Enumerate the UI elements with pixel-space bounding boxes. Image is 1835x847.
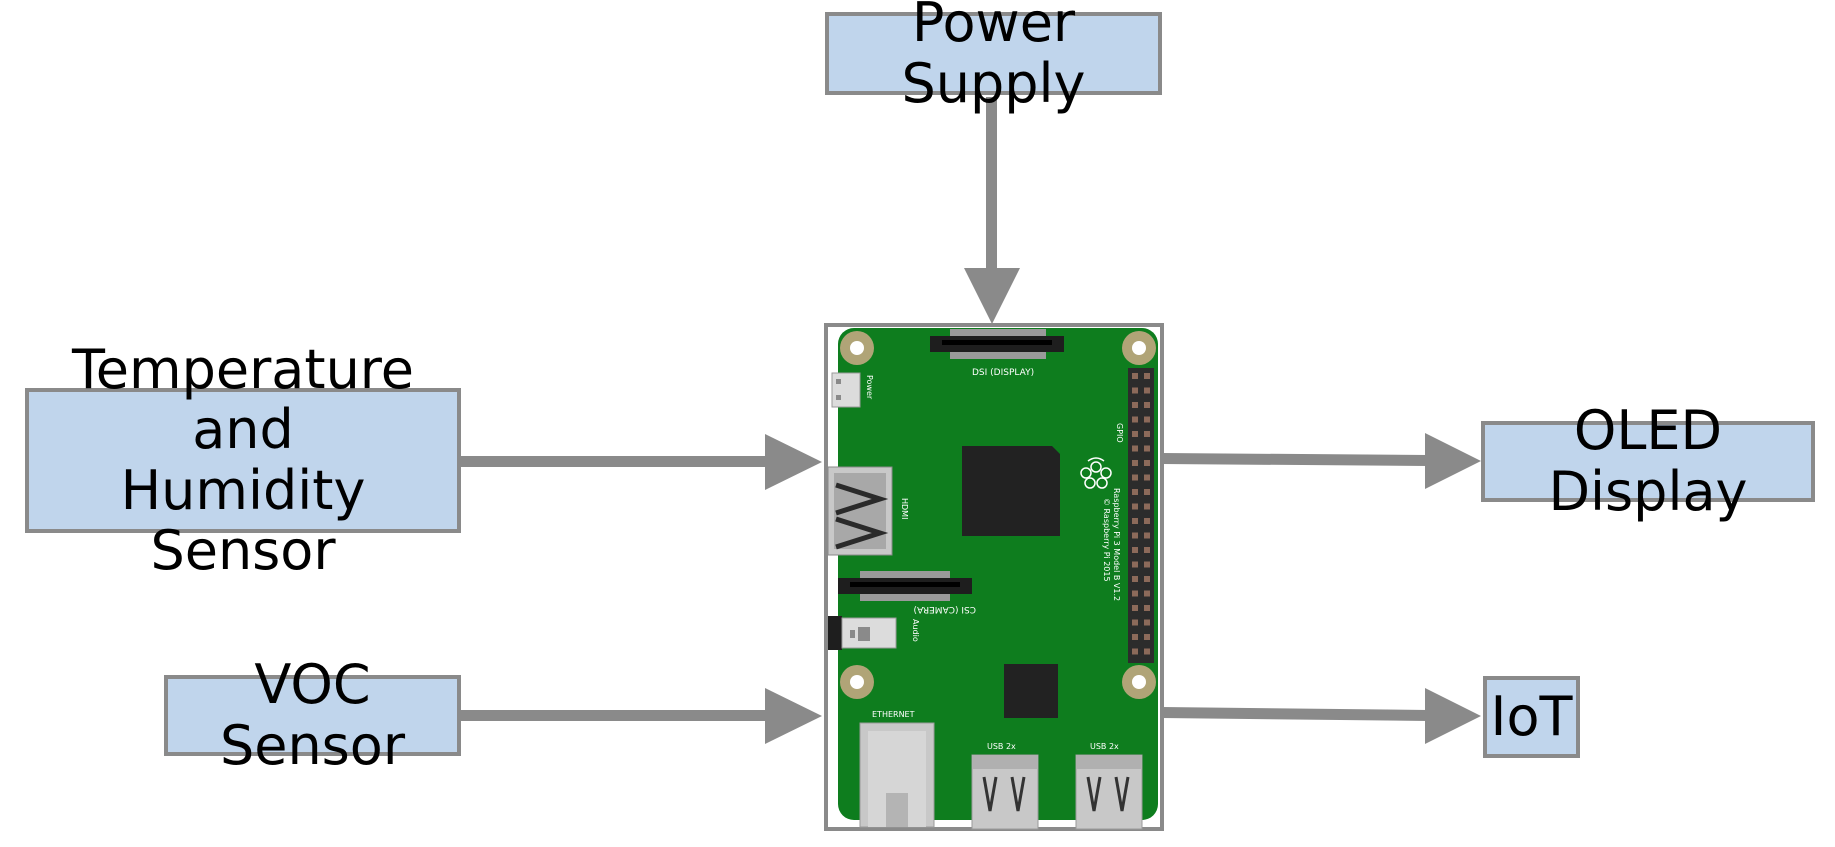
audio-label: Audio (911, 619, 920, 642)
gpio-pin (1132, 431, 1138, 437)
gpio-pin (1132, 474, 1138, 481)
power-label: Power (865, 375, 874, 400)
model-label: Raspberry Pi 3 Model B V1.2 (1112, 488, 1121, 601)
temp-sensor-label-line1: Temperature and (71, 337, 415, 462)
raspberry-logo-icon (1080, 457, 1112, 489)
gpio-pin (1144, 518, 1150, 524)
oled-display-block: OLED Display (1481, 400, 1815, 521)
gpio-pin (1144, 605, 1150, 611)
usb-right-label: USB 2x (1090, 742, 1119, 751)
gpio-pin (1132, 373, 1138, 379)
dsi-label: DSI (DISPLAY) (972, 368, 1034, 378)
arrow-board-to-oled (1162, 433, 1481, 489)
gpio-pin (1132, 634, 1138, 640)
gpio-pin (1144, 416, 1150, 423)
ethernet-label: ETHERNET (872, 710, 915, 719)
gpio-pin (1144, 532, 1150, 539)
gpio-pin (1144, 387, 1150, 394)
gpio-pin (1132, 561, 1138, 568)
gpio-pin (1132, 547, 1138, 553)
board-pcb (838, 328, 1158, 820)
gpio-pin (1132, 532, 1138, 539)
micro-usb-power-port (831, 372, 861, 408)
gpio-pin (1144, 431, 1150, 437)
gpio-pin (1144, 547, 1150, 553)
gpio-pin (1144, 634, 1150, 640)
power-supply-block: Power Supply (825, 0, 1162, 113)
gpio-pin (1132, 503, 1138, 510)
soc-chip (962, 446, 1060, 536)
copyright-label: © Raspberry Pi 2015 (1102, 498, 1111, 582)
gpio-header (1128, 368, 1154, 663)
gpio-pin (1144, 561, 1150, 568)
gpio-pin (1132, 576, 1138, 582)
power-supply-label: Power Supply (901, 0, 1086, 115)
arrow-voc-to-board (461, 688, 822, 744)
gpio-pin (1132, 590, 1138, 597)
ethernet-port (859, 722, 935, 828)
usb-lan-chip (1004, 664, 1058, 718)
gpio-pin (1132, 605, 1138, 611)
gpio-pin (1144, 402, 1150, 408)
gpio-pin (1144, 590, 1150, 597)
gpio-pin (1144, 460, 1150, 466)
gpio-pin (1132, 445, 1138, 452)
arrow-board-to-iot (1162, 688, 1481, 744)
gpio-pin (1132, 648, 1138, 655)
iot-label: IoT (1490, 684, 1573, 748)
gpio-pin (1144, 503, 1150, 510)
temp-sensor-label-line2: Humidity Sensor (120, 458, 366, 582)
gpio-pin (1132, 619, 1138, 626)
voc-sensor-label: VOC Sensor (219, 653, 406, 777)
iot-block: IoT (1483, 676, 1580, 758)
gpio-pin (1144, 373, 1150, 379)
usb-port-left (971, 754, 1039, 830)
gpio-pin (1132, 402, 1138, 408)
gpio-pin (1144, 445, 1150, 452)
arrow-power-to-board (964, 97, 1020, 324)
gpio-pin (1132, 460, 1138, 466)
temperature-humidity-sensor-block: Temperature and Humidity Sensor (25, 339, 461, 581)
voc-sensor-block: VOC Sensor (164, 654, 461, 775)
gpio-label: GPIO (1115, 423, 1124, 443)
gpio-pin (1132, 518, 1138, 524)
usb-port-right (1075, 754, 1143, 830)
gpio-pin (1132, 387, 1138, 394)
gpio-pin (1144, 648, 1150, 655)
gpio-pin (1132, 489, 1138, 495)
csi-connector (838, 571, 972, 601)
gpio-pin (1144, 489, 1150, 495)
oled-display-label: OLED Display (1548, 399, 1748, 523)
csi-label: CSI (CAMERA) (914, 604, 976, 614)
raspberry-pi-board: DSI (DISPLAY) Power HDMI GPIO Raspberry … (824, 323, 1164, 831)
usb-left-label: USB 2x (987, 742, 1016, 751)
gpio-pin (1144, 474, 1150, 481)
hdmi-port (827, 466, 893, 556)
audio-jack (828, 616, 897, 650)
hdmi-label: HDMI (900, 498, 909, 519)
dsi-connector (930, 329, 1064, 359)
mounting-holes (840, 331, 1156, 699)
gpio-pin (1144, 619, 1150, 626)
gpio-pin (1144, 576, 1150, 582)
gpio-pin (1132, 416, 1138, 423)
arrow-temp-to-board (461, 434, 822, 490)
